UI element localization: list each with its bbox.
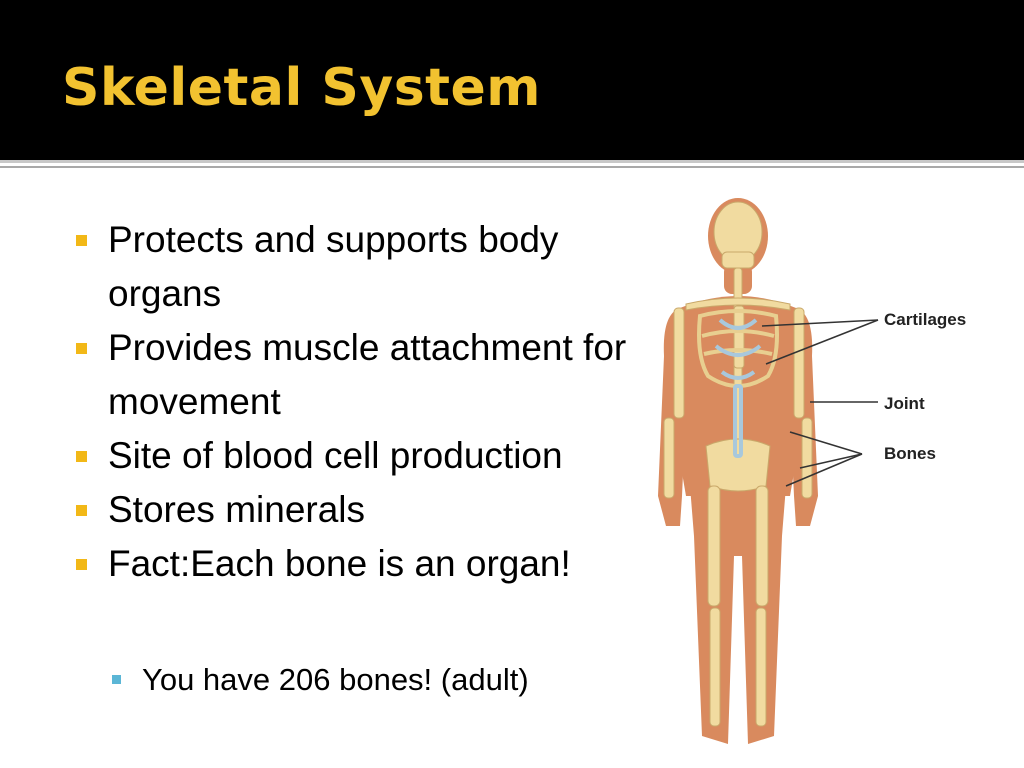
bullet-text: Protects and supports body organs	[108, 219, 559, 314]
bullet-text: Fact:Each bone is an organ!	[108, 543, 571, 584]
bullet-list: Protects and supports body organs Provid…	[76, 213, 636, 591]
bullet-text: Provides muscle attachment for movement	[108, 327, 627, 422]
bullet-item: Provides muscle attachment for movement	[76, 321, 636, 429]
title-band: Skeletal System	[0, 0, 1024, 160]
label-joint: Joint	[884, 394, 925, 413]
label-bones: Bones	[884, 444, 936, 463]
skeleton-figure: Cartilages Joint Bones	[650, 196, 990, 756]
bullet-item: Protects and supports body organs	[76, 213, 636, 321]
bullet-marker	[76, 559, 87, 570]
sub-bullet-text: You have 206 bones! (adult)	[142, 662, 529, 697]
slide-title: Skeletal System	[62, 58, 541, 118]
bullet-item: Fact:Each bone is an organ!	[76, 537, 636, 591]
bullet-marker	[76, 505, 87, 516]
bullet-item: Stores minerals	[76, 483, 636, 537]
bullet-marker	[76, 451, 87, 462]
bullet-item: Site of blood cell production	[76, 429, 636, 483]
sub-bullet-marker	[112, 675, 121, 684]
sub-bullet-list: You have 206 bones! (adult)	[112, 658, 529, 702]
bullet-marker	[76, 343, 87, 354]
bullet-text: Site of blood cell production	[108, 435, 563, 476]
sub-bullet-item: You have 206 bones! (adult)	[112, 658, 529, 702]
skeleton-illustration	[658, 198, 879, 744]
bullet-text: Stores minerals	[108, 489, 366, 530]
title-divider-secondary	[0, 166, 1024, 168]
title-divider	[0, 160, 1024, 163]
label-cartilages: Cartilages	[884, 310, 967, 329]
bullet-marker	[76, 235, 87, 246]
